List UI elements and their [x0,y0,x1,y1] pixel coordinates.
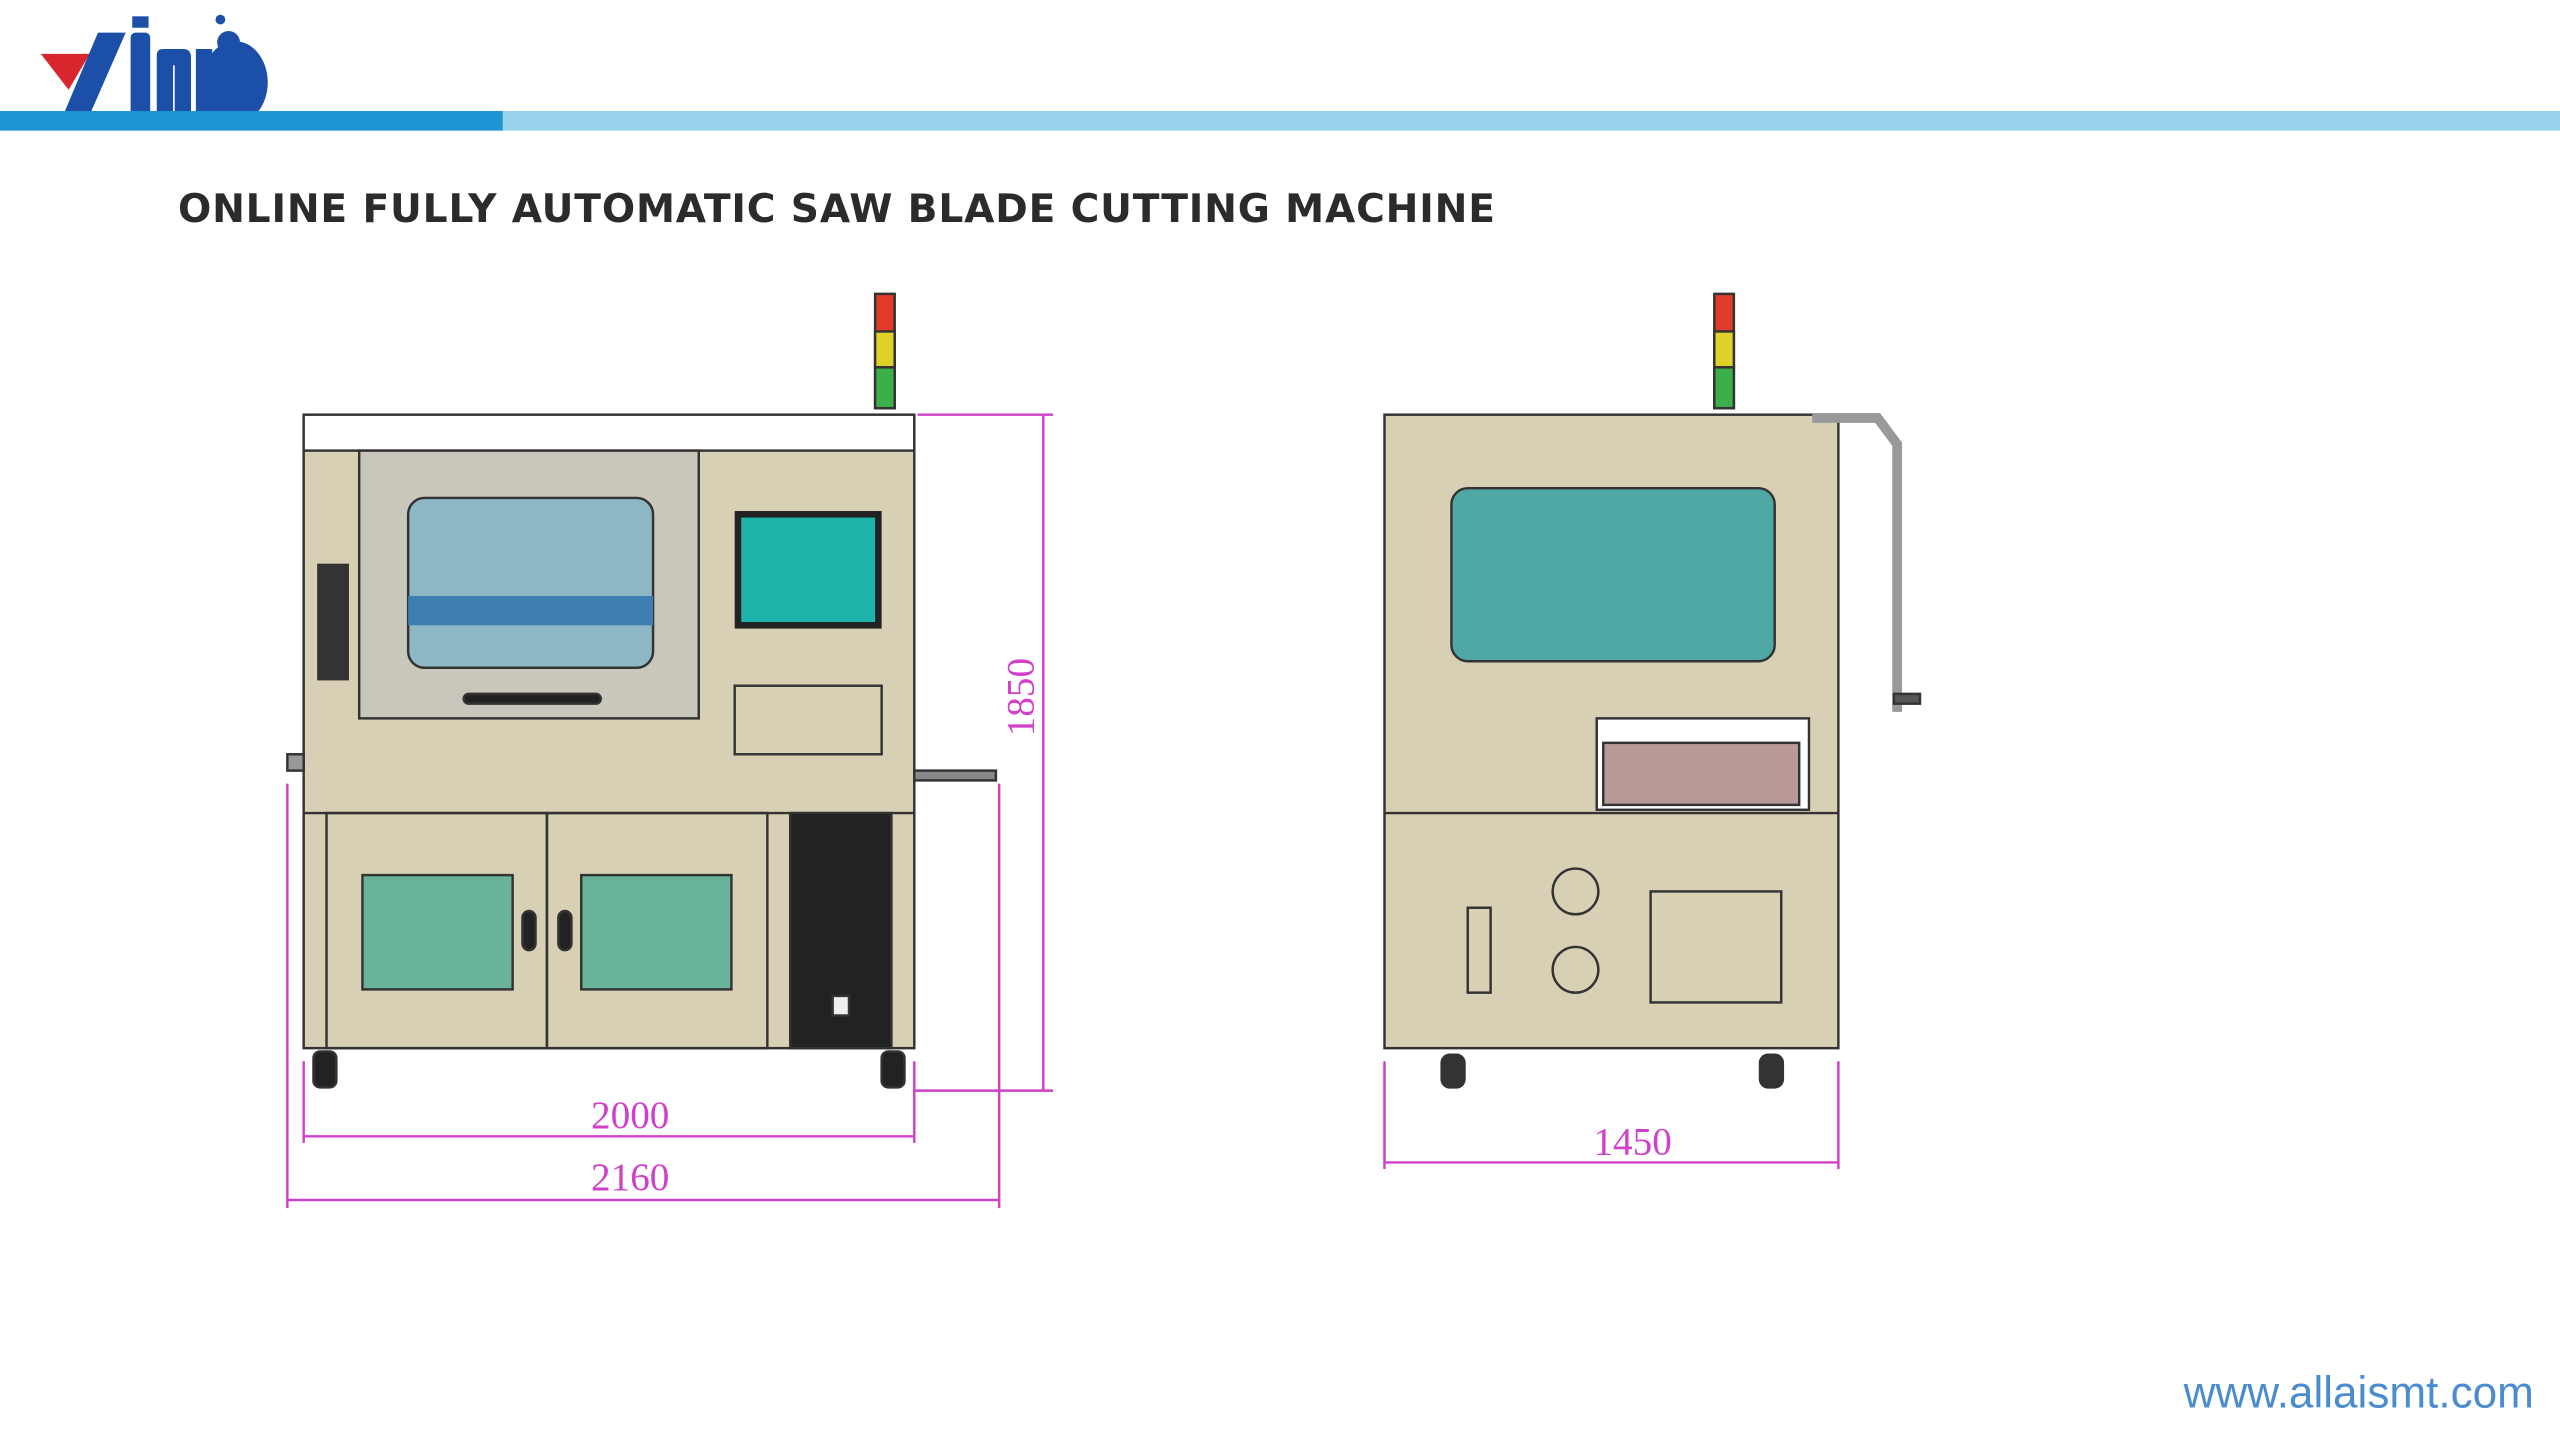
side-dimensions [1383,1061,1840,1169]
header-bar-light [502,111,2560,131]
dim-width-body-label: 2000 [591,1094,669,1137]
front-dimensions [286,413,1054,1209]
header-bar-dark [0,111,503,131]
front-view-drawing [286,292,998,1089]
page-title: ONLINE FULLY AUTOMATIC SAW BLADE CUTTING… [178,187,1496,232]
side-view-drawing [1383,292,1922,1089]
dim-depth-label: 1450 [1593,1120,1671,1163]
dim-width-total-label: 2160 [591,1156,669,1199]
website-link[interactable]: www.allaismt.com [2183,1368,2534,1417]
dim-height-label: 1850 [999,658,1042,736]
yinuo-logo [40,14,268,126]
